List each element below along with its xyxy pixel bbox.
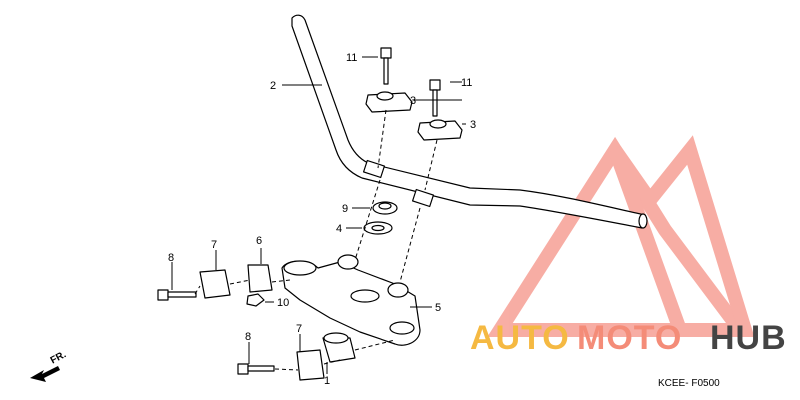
callout-7-upper: 7: [211, 239, 217, 251]
handlebar: [291, 14, 648, 229]
callout-8-upper: 8: [168, 252, 174, 264]
bolt-8-upper: [157, 289, 197, 301]
callout-3-left: 3: [410, 95, 416, 107]
collar-1: [322, 332, 356, 363]
watermark-logo: [487, 135, 755, 337]
watermark-text: AUTO MOTO HUB: [470, 319, 787, 357]
front-direction-arrow: FR.: [30, 349, 68, 382]
plate-7-upper: [199, 269, 231, 299]
bolt-left: [380, 47, 392, 85]
callout-7-lower: 7: [296, 323, 302, 335]
upper-holder-left: [365, 91, 413, 113]
stopper-6: [247, 264, 273, 293]
bolt-right: [429, 79, 441, 117]
watermark-hub: HUB: [710, 319, 787, 357]
callout-10: 10: [277, 297, 289, 309]
diagram-code: KCEE- F0500: [658, 378, 720, 389]
callout-5: 5: [435, 302, 441, 314]
assembly-lines: [194, 109, 438, 371]
leader-lines: [171, 56, 466, 374]
plate-7-lower: [296, 349, 325, 381]
nut-10: [246, 293, 265, 307]
front-label: FR.: [49, 349, 69, 366]
lower-holder-5: [281, 254, 421, 346]
callout-6: 6: [256, 235, 262, 247]
cushion-9: [372, 201, 398, 215]
callout-2: 2: [270, 80, 276, 92]
washer-4: [363, 221, 393, 235]
upper-holder-right: [417, 119, 463, 141]
bolt-8-lower: [237, 363, 275, 375]
callout-8-lower: 8: [245, 331, 251, 343]
watermark-moto: MOTO: [577, 319, 682, 357]
callout-3-right: 3: [470, 119, 476, 131]
watermark-auto: AUTO: [470, 319, 570, 357]
callout-1: 1: [324, 375, 330, 387]
callout-4: 4: [336, 223, 342, 235]
callout-11-right: 11: [461, 77, 472, 89]
callout-9: 9: [342, 203, 348, 215]
callout-11-left: 11: [346, 52, 357, 64]
